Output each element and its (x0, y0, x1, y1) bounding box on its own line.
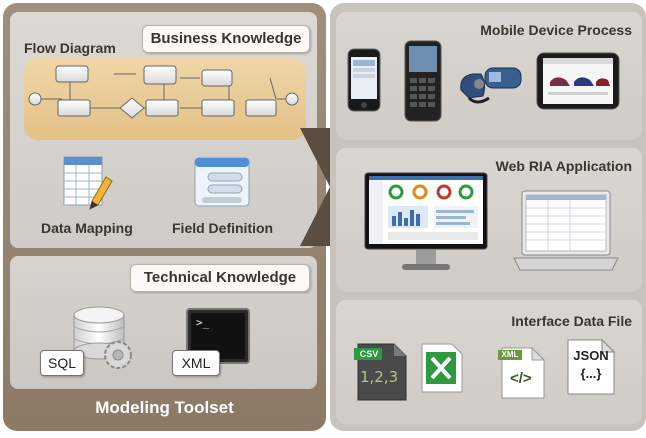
business-knowledge-box: Business Knowledge (142, 25, 310, 53)
form-fields-icon (194, 157, 250, 214)
csv-values: 1,2,3 (360, 368, 399, 386)
smartphone-icon (347, 48, 381, 117)
flow-diagram-label: Flow Diagram (24, 40, 116, 56)
mobile-device-title: Mobile Device Process (480, 22, 632, 38)
field-definition-label: Field Definition (172, 220, 274, 236)
tablet-icon (536, 52, 620, 115)
wearable-scanner-icon (455, 62, 527, 111)
interface-data-file-title: Interface Data File (511, 313, 632, 329)
modeling-toolset-title: Modeling Toolset (95, 398, 234, 417)
xml-label: XML (172, 350, 220, 376)
svg-text:>_: >_ (196, 316, 210, 329)
handheld-scanner-icon (404, 40, 442, 127)
json-label: JSON (573, 348, 609, 363)
spreadsheet-edit-icon (62, 155, 114, 216)
desktop-monitor-icon (364, 172, 488, 281)
flow-diagram-area (24, 58, 306, 140)
web-ria-title: Web RIA Application (495, 158, 632, 174)
json-file-icon: JSON {...} (566, 338, 616, 396)
xml-file-label: XML (501, 350, 519, 359)
csv-file-icon: CSV 1,2,3 (354, 340, 408, 402)
sql-label: SQL (40, 350, 84, 376)
xml-file-icon: XML </> (498, 344, 546, 400)
flow-diagram-icon (28, 65, 299, 119)
code-brackets-icon: </> (510, 370, 532, 387)
excel-file-icon (420, 342, 464, 399)
csv-label: CSV (359, 349, 379, 359)
technical-knowledge-box: Technical Knowledge (130, 264, 310, 292)
data-mapping-label: Data Mapping (41, 220, 133, 236)
laptop-icon (512, 190, 620, 281)
database-gear-icon (70, 305, 136, 380)
json-braces: {...} (580, 366, 602, 381)
